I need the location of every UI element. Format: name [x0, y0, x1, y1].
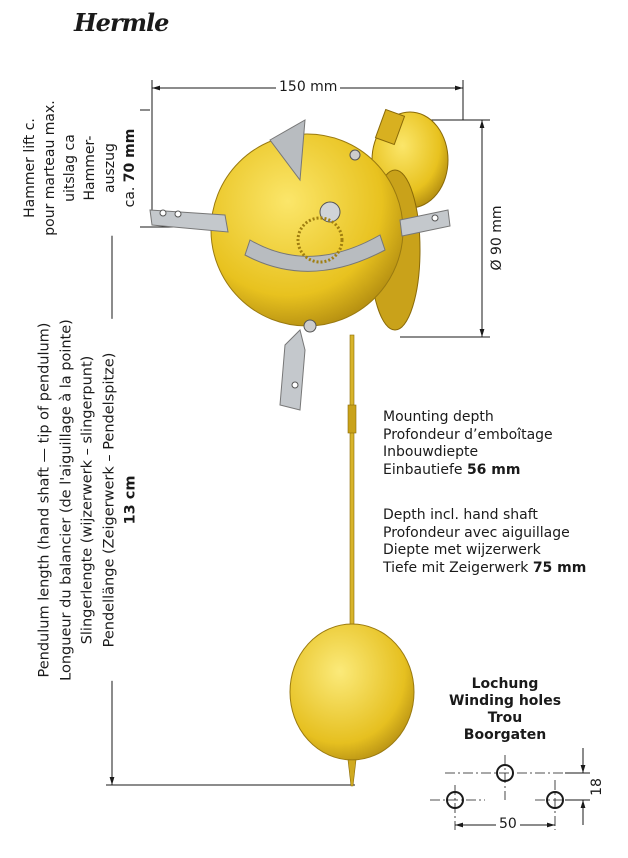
text-line: uitslag ca	[60, 100, 80, 236]
holes-vertical-dim: 18	[589, 778, 605, 796]
text-line: Longueur du balancier (de l'aiguillage à…	[55, 319, 78, 681]
text-line: Depth incl. hand shaft	[383, 507, 538, 523]
value: 70 mm	[122, 128, 138, 183]
text-line: Pendellänge (Zeigerwerk – Pendelspitze)	[98, 319, 121, 681]
text: Einbautiefe	[383, 461, 467, 478]
text-line: Mounting depth	[383, 409, 494, 425]
text: Tiefe mit Zeigerwerk	[383, 559, 533, 576]
text-line: auszug	[100, 100, 120, 236]
text-line: Inbouwdiepte	[383, 444, 479, 460]
text-line: Profondeur d’emboîtage	[383, 426, 553, 443]
clock-movement	[149, 108, 451, 787]
text-line: Hammer-	[80, 100, 100, 236]
text-line: ca. 70 mm	[120, 100, 140, 236]
text-line: Boorgaten	[463, 727, 547, 743]
text-line: Winding holes	[448, 693, 562, 709]
text-line: Slingerlengte (wijzerwerk – slingerpunt)	[77, 319, 99, 681]
winding-hole	[496, 764, 514, 782]
text-line: Diepte met wijzerwerk	[383, 542, 541, 558]
pendulum-length-label: Pendulum length (hand shaft — tip of pen…	[34, 319, 142, 681]
mounting-depth-label: Mounting depth Profondeur d’emboîtage In…	[383, 409, 553, 479]
text-line: Hammer lift c.	[20, 100, 40, 236]
depth-hand-shaft-label: Depth incl. hand shaft Profondeur avec a…	[383, 507, 586, 577]
winding-holes-title: Lochung Winding holes Trou Boorgaten	[430, 676, 580, 744]
pendulum-rod	[349, 334, 355, 656]
text: ca.	[122, 182, 138, 208]
pendulum-bob	[289, 623, 415, 761]
text-line: Pendulum length (hand shaft — tip of pen…	[34, 319, 56, 681]
text-line: Tiefe mit Zeigerwerk 75 mm	[383, 560, 586, 578]
text-line: Lochung	[471, 676, 539, 692]
hermle-logo: Hermle	[74, 8, 169, 37]
text-line: Einbautiefe 56 mm	[383, 462, 553, 480]
text-line: Trou	[487, 710, 523, 726]
value: 75 mm	[532, 559, 587, 576]
value: 56 mm	[466, 461, 521, 478]
width-dim-label: 150 mm	[276, 79, 341, 95]
holes-horizontal-dim: 50	[496, 816, 520, 832]
hammer-lift-label: Hammer lift c. pour marteau max. uitslag…	[20, 100, 140, 236]
value: 13 cm	[122, 475, 139, 525]
diameter-dim-label: Ø 90 mm	[487, 205, 507, 271]
text-line: pour marteau max.	[40, 100, 60, 236]
text-line: Profondeur avec aiguillage	[383, 524, 570, 541]
winding-hole	[446, 791, 464, 809]
winding-hole	[546, 791, 564, 809]
